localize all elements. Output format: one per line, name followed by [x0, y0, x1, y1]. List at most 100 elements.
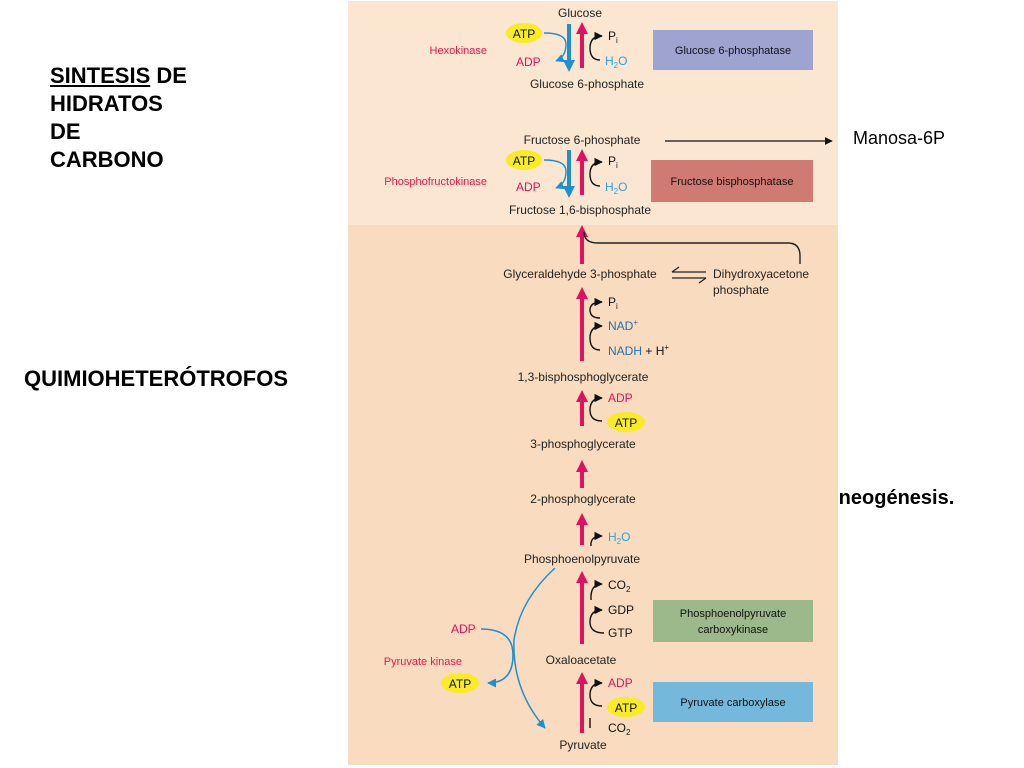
cofactor-co2: CO2	[608, 578, 631, 594]
cofactor-co2: CO2	[608, 721, 631, 737]
pi-bend	[589, 31, 603, 61]
glycolysis-arrow-head	[563, 60, 575, 72]
gluconeo-arrow-head	[576, 287, 588, 299]
gluconeo-arrow-shaft	[580, 159, 584, 195]
metabolite-pyruvate: Pyruvate	[559, 738, 607, 752]
metabolite-pg2: 2-phosphoglycerate	[530, 492, 636, 506]
title-line2: HIDRATOS	[50, 91, 163, 116]
pi-bend	[589, 297, 603, 319]
dhap-connector	[583, 231, 801, 264]
metabolite-glucose: Glucose	[558, 6, 602, 20]
cofactor-pi: Pi	[608, 29, 618, 45]
atp-bend	[589, 678, 603, 707]
gluconeo-arrow-head	[576, 672, 588, 684]
gluconeo-arrow-shaft	[580, 32, 584, 68]
cofactor-adp: ADP	[451, 622, 476, 636]
enzyme-box-g6pase	[653, 30, 813, 70]
enzyme-pyruvate-kinase: Pyruvate kinase	[384, 656, 462, 668]
atp-highlight	[441, 673, 479, 693]
cofactor-h2o: H2O	[608, 530, 630, 546]
gluconeo-arrow-shaft	[580, 523, 584, 545]
lower-panel	[348, 225, 838, 765]
enzyme-pepck: Phosphoenolpyruvate	[680, 608, 786, 620]
metabolite-g3p: Glyceraldehyde 3-phosphate	[503, 267, 657, 281]
pi-bend	[589, 157, 603, 187]
cofactor-nadh: NADH + H+	[608, 343, 669, 358]
title-line4: CARBONO	[50, 147, 164, 172]
glycolysis-arrow-head	[563, 186, 575, 198]
glycolysis-arrow-shaft	[567, 150, 571, 186]
metabolite-glucose6p: Glucose 6-phosphate	[530, 77, 644, 91]
gluconeo-arrow-head	[576, 460, 588, 472]
metabolite-fructose16bp: Fructose 1,6-bisphosphate	[509, 203, 651, 217]
cofactor-atp: ATP	[513, 154, 535, 168]
gtp-bend	[589, 605, 605, 634]
cofactor-h2o: H2O	[605, 180, 627, 196]
title-underlined-word: SINTESIS	[50, 63, 151, 88]
atp-highlight	[506, 23, 542, 43]
cofactor-gtp: GTP	[608, 626, 633, 640]
cofactor-nad: NAD+	[608, 318, 638, 333]
slide-title: SINTESIS DE HIDRATOS DE CARBONO	[50, 62, 187, 174]
cofactor-pi: Pi	[608, 295, 618, 311]
pk-adp-bend	[480, 628, 514, 688]
cofactor-adp: ADP	[516, 55, 541, 69]
metabolite-dhap: Dihydroxyacetone	[713, 267, 809, 281]
enzyme-pc: Pyruvate carboxylase	[680, 697, 785, 709]
cofactor-gdp: GDP	[608, 603, 634, 617]
gluconeo-arrow-shaft	[580, 400, 584, 426]
title-line1-rest: DE	[150, 63, 187, 88]
cofactor-adp: ADP	[516, 180, 541, 194]
metabolite-oaa: Oxaloacetate	[546, 653, 617, 667]
organism-label: QUIMIOHETERÓTROFOS	[24, 366, 288, 391]
gluconeo-arrow-shaft	[580, 683, 584, 733]
side-product-label: Manosa-6P	[853, 128, 946, 148]
pyruvate-kinase-curve	[513, 567, 556, 729]
gluconeo-arrow-head	[576, 225, 588, 237]
atp-highlight	[506, 150, 542, 170]
metabolite-pep: Phosphoenolpyruvate	[524, 552, 640, 566]
gluconeo-arrow-head	[576, 149, 588, 161]
metabolite-fructose6p: Fructose 6-phosphate	[524, 133, 641, 147]
enzyme-pepck-line2: carboxykinase	[698, 624, 768, 636]
co2-bend	[590, 579, 603, 601]
nad-bend	[589, 321, 603, 351]
gluconeo-arrow-head	[576, 22, 588, 34]
cofactor-atp: ATP	[449, 677, 471, 691]
enzyme-g6pase: Glucose 6-phosphatase	[675, 45, 791, 57]
enzyme-hexokinase: Hexokinase	[430, 45, 487, 57]
gluconeo-arrow-shaft	[580, 582, 584, 644]
metabolite-dhap-line2: phosphate	[713, 283, 769, 297]
gluconeo-arrow-shaft	[580, 297, 584, 361]
cofactor-atp: ATP	[513, 27, 535, 41]
enzyme-pfk: Phosphofructokinase	[384, 176, 487, 188]
metabolite-bpg13: 1,3-bisphosphoglycerate	[518, 370, 649, 384]
glycolysis-arrow-shaft	[567, 24, 571, 60]
cofactor-pi: Pi	[608, 154, 618, 170]
atp-highlight	[607, 412, 645, 432]
enzyme-box-pc	[653, 682, 813, 722]
gluconeo-arrow-head	[576, 513, 588, 525]
atp-bend	[589, 393, 603, 422]
gluconeo-arrow-head	[576, 390, 588, 402]
atp-bend	[543, 32, 567, 63]
gluconeo-arrow-shaft	[580, 470, 584, 488]
cofactor-h2o: H2O	[605, 54, 627, 70]
atp-bend	[543, 159, 567, 190]
cofactor-adp: ADP	[608, 391, 633, 405]
equilibrium-hook-top	[671, 266, 680, 273]
gluconeo-arrow-shaft	[580, 236, 584, 264]
gluconeo-arrow-head	[576, 571, 588, 583]
atp-highlight	[607, 697, 645, 717]
metabolite-pg3: 3-phosphoglycerate	[530, 437, 636, 451]
enzyme-fbpase: Fructose bisphosphatase	[671, 176, 794, 188]
cofactor-atp: ATP	[615, 701, 637, 715]
equilibrium-hook-bottom	[698, 277, 707, 284]
enzyme-box-pepck	[653, 600, 813, 642]
cofactor-atp: ATP	[615, 416, 637, 430]
enzyme-box-fbpase	[651, 160, 813, 202]
title-line3: DE	[50, 119, 81, 144]
h2o-bend	[590, 531, 603, 547]
cofactor-adp: ADP	[608, 676, 633, 690]
